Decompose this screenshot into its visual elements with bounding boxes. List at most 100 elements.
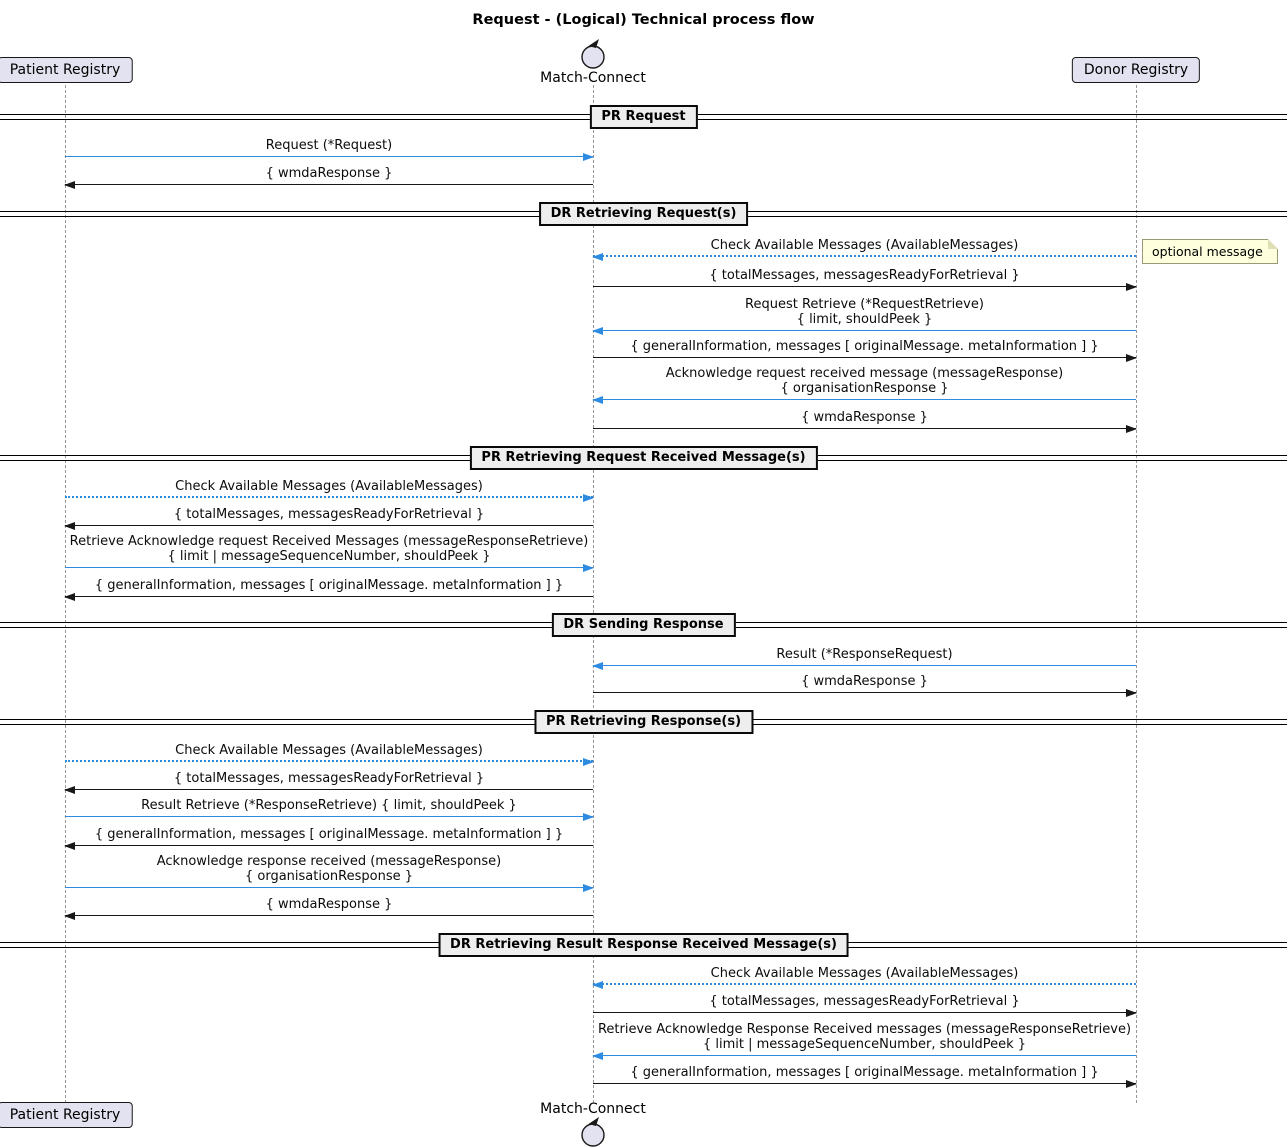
section-label: DR Retrieving Result Response Received M… xyxy=(438,933,849,957)
lifeline-match-connect xyxy=(593,85,594,1103)
message-line: { wmdaResponse } xyxy=(265,897,393,912)
section-label: DR Sending Response xyxy=(551,613,736,637)
message-arrow-line xyxy=(593,286,1136,287)
message: Check Available Messages (AvailableMessa… xyxy=(65,722,594,766)
message-arrow-line xyxy=(593,1055,1136,1056)
arrowhead-icon xyxy=(592,662,603,670)
message-line: { organisationResponse } xyxy=(244,869,414,884)
message-text: { wmdaResponse } xyxy=(65,166,593,181)
participant-patient-registry-bottom: Patient Registry xyxy=(0,1102,133,1128)
message-text: Request Retrieve (*RequestRetrieve){ lim… xyxy=(593,297,1136,327)
message-line: { limit | messageSequenceNumber, shouldP… xyxy=(167,549,491,564)
message-arrow-line xyxy=(65,915,593,916)
message: { generalInformation, messages [ origina… xyxy=(593,318,1137,362)
section-label: DR Retrieving Request(s) xyxy=(538,202,749,226)
message: Result Retrieve (*ResponseRetrieve) { li… xyxy=(65,777,594,821)
message-line: { organisationResponse } xyxy=(780,381,949,396)
participant-donor-registry-top: Donor Registry xyxy=(1071,57,1201,83)
lifeline-donor-registry xyxy=(1136,85,1137,1103)
message-line: { wmdaResponse } xyxy=(801,674,928,689)
message-line: Check Available Messages (AvailableMessa… xyxy=(175,743,483,758)
message: { totalMessages, messagesReadyForRetriev… xyxy=(64,486,593,530)
message-line: { limit | messageSequenceNumber, shouldP… xyxy=(702,1037,1027,1052)
message-text: { totalMessages, messagesReadyForRetriev… xyxy=(65,507,593,522)
message: { wmdaResponse } xyxy=(64,876,593,920)
message-line: Check Available Messages (AvailableMessa… xyxy=(710,238,1019,253)
message: Result (*ResponseRequest) xyxy=(592,626,1136,670)
section-divider: DR Sending Response xyxy=(0,613,1287,637)
message-arrow-line xyxy=(65,789,593,790)
message-text: { generalInformation, messages [ origina… xyxy=(65,578,593,593)
section-label: PR Retrieving Request Received Message(s… xyxy=(469,446,818,470)
message-text: { generalInformation, messages [ origina… xyxy=(593,339,1136,354)
message-arrow-line xyxy=(65,887,593,888)
message: { generalInformation, messages [ origina… xyxy=(64,806,593,850)
participant-match-connect-bottom: Match-Connect xyxy=(540,1101,646,1117)
arrowhead-icon xyxy=(592,396,603,404)
message: { totalMessages, messagesReadyForRetriev… xyxy=(593,973,1137,1017)
message-text: Acknowledge response received (messageRe… xyxy=(65,854,593,884)
message-arrow-line xyxy=(65,525,593,526)
message-line: { generalInformation, messages [ origina… xyxy=(630,339,1099,354)
message-line: Request Retrieve (*RequestRetrieve) xyxy=(745,297,984,312)
message-arrow-line xyxy=(593,399,1136,400)
message-line: Retrieve Acknowledge Response Received m… xyxy=(597,1022,1132,1037)
section-divider: PR Retrieving Request Received Message(s… xyxy=(0,446,1287,470)
message-line: Retrieve Acknowledge request Received Me… xyxy=(69,534,589,549)
message-text: Request (*Request) xyxy=(65,138,593,153)
message: Retrieve Acknowledge Response Received m… xyxy=(592,1016,1136,1060)
message-arrow-line xyxy=(593,983,1136,985)
message-line: Acknowledge request received message (me… xyxy=(665,366,1064,381)
message-text: { totalMessages, messagesReadyForRetriev… xyxy=(593,994,1136,1009)
message-text: Retrieve Acknowledge request Received Me… xyxy=(65,534,593,564)
arrowhead-icon xyxy=(592,981,603,989)
message-text: Retrieve Acknowledge Response Received m… xyxy=(593,1022,1136,1052)
message-arrow-line xyxy=(65,496,593,498)
message-arrow-line xyxy=(593,692,1136,693)
message-text: { generalInformation, messages [ origina… xyxy=(65,827,593,842)
message-line: { wmdaResponse } xyxy=(801,410,928,425)
arrowhead-icon xyxy=(1126,425,1137,433)
message: { totalMessages, messagesReadyForRetriev… xyxy=(593,247,1137,291)
arrowhead-icon xyxy=(583,153,594,161)
message-text: { totalMessages, messagesReadyForRetriev… xyxy=(65,771,593,786)
arrowhead-icon xyxy=(1126,1009,1137,1017)
message-arrow-line xyxy=(65,816,593,817)
participant-patient-registry-top: Patient Registry xyxy=(0,57,133,83)
message-text: Result (*ResponseRequest) xyxy=(593,647,1136,662)
message-arrow-line xyxy=(65,184,593,185)
message-line: Result (*ResponseRequest) xyxy=(776,647,953,662)
message-arrow-line xyxy=(593,255,1136,257)
arrowhead-icon xyxy=(64,842,75,850)
message-arrow-line xyxy=(593,357,1136,358)
arrowhead-icon xyxy=(592,253,603,261)
message-text: Check Available Messages (AvailableMessa… xyxy=(593,966,1136,981)
message-line: { wmdaResponse } xyxy=(265,166,393,181)
message-arrow-line xyxy=(65,845,593,846)
message-line: { limit, shouldPeek } xyxy=(796,312,933,327)
message: { wmdaResponse } xyxy=(593,389,1137,433)
message-arrow-line xyxy=(593,665,1136,666)
section-label: PR Retrieving Response(s) xyxy=(533,710,754,734)
arrowhead-icon xyxy=(592,1052,603,1060)
message-text: Check Available Messages (AvailableMessa… xyxy=(65,743,593,758)
arrowhead-icon xyxy=(583,813,594,821)
message-line: { totalMessages, messagesReadyForRetriev… xyxy=(709,268,1020,283)
arrowhead-icon xyxy=(1126,283,1137,291)
message-text: Check Available Messages (AvailableMessa… xyxy=(65,479,593,494)
message-line: Request (*Request) xyxy=(265,138,393,153)
message-arrow-line xyxy=(65,596,593,597)
message-arrow-line xyxy=(593,428,1136,429)
section-divider: PR Request xyxy=(0,105,1287,129)
message: Check Available Messages (AvailableMessa… xyxy=(65,458,594,502)
message-arrow-line xyxy=(593,330,1136,331)
message: { totalMessages, messagesReadyForRetriev… xyxy=(64,750,593,794)
message: { generalInformation, messages [ origina… xyxy=(593,1044,1137,1088)
message-line: Acknowledge response received (messageRe… xyxy=(156,854,502,869)
message-text: Result Retrieve (*ResponseRetrieve) { li… xyxy=(65,798,593,813)
message: Request (*Request) xyxy=(65,117,594,161)
message-text: Acknowledge request received message (me… xyxy=(593,366,1136,396)
message-line: { generalInformation, messages [ origina… xyxy=(94,827,564,842)
message-line: { totalMessages, messagesReadyForRetriev… xyxy=(173,771,485,786)
